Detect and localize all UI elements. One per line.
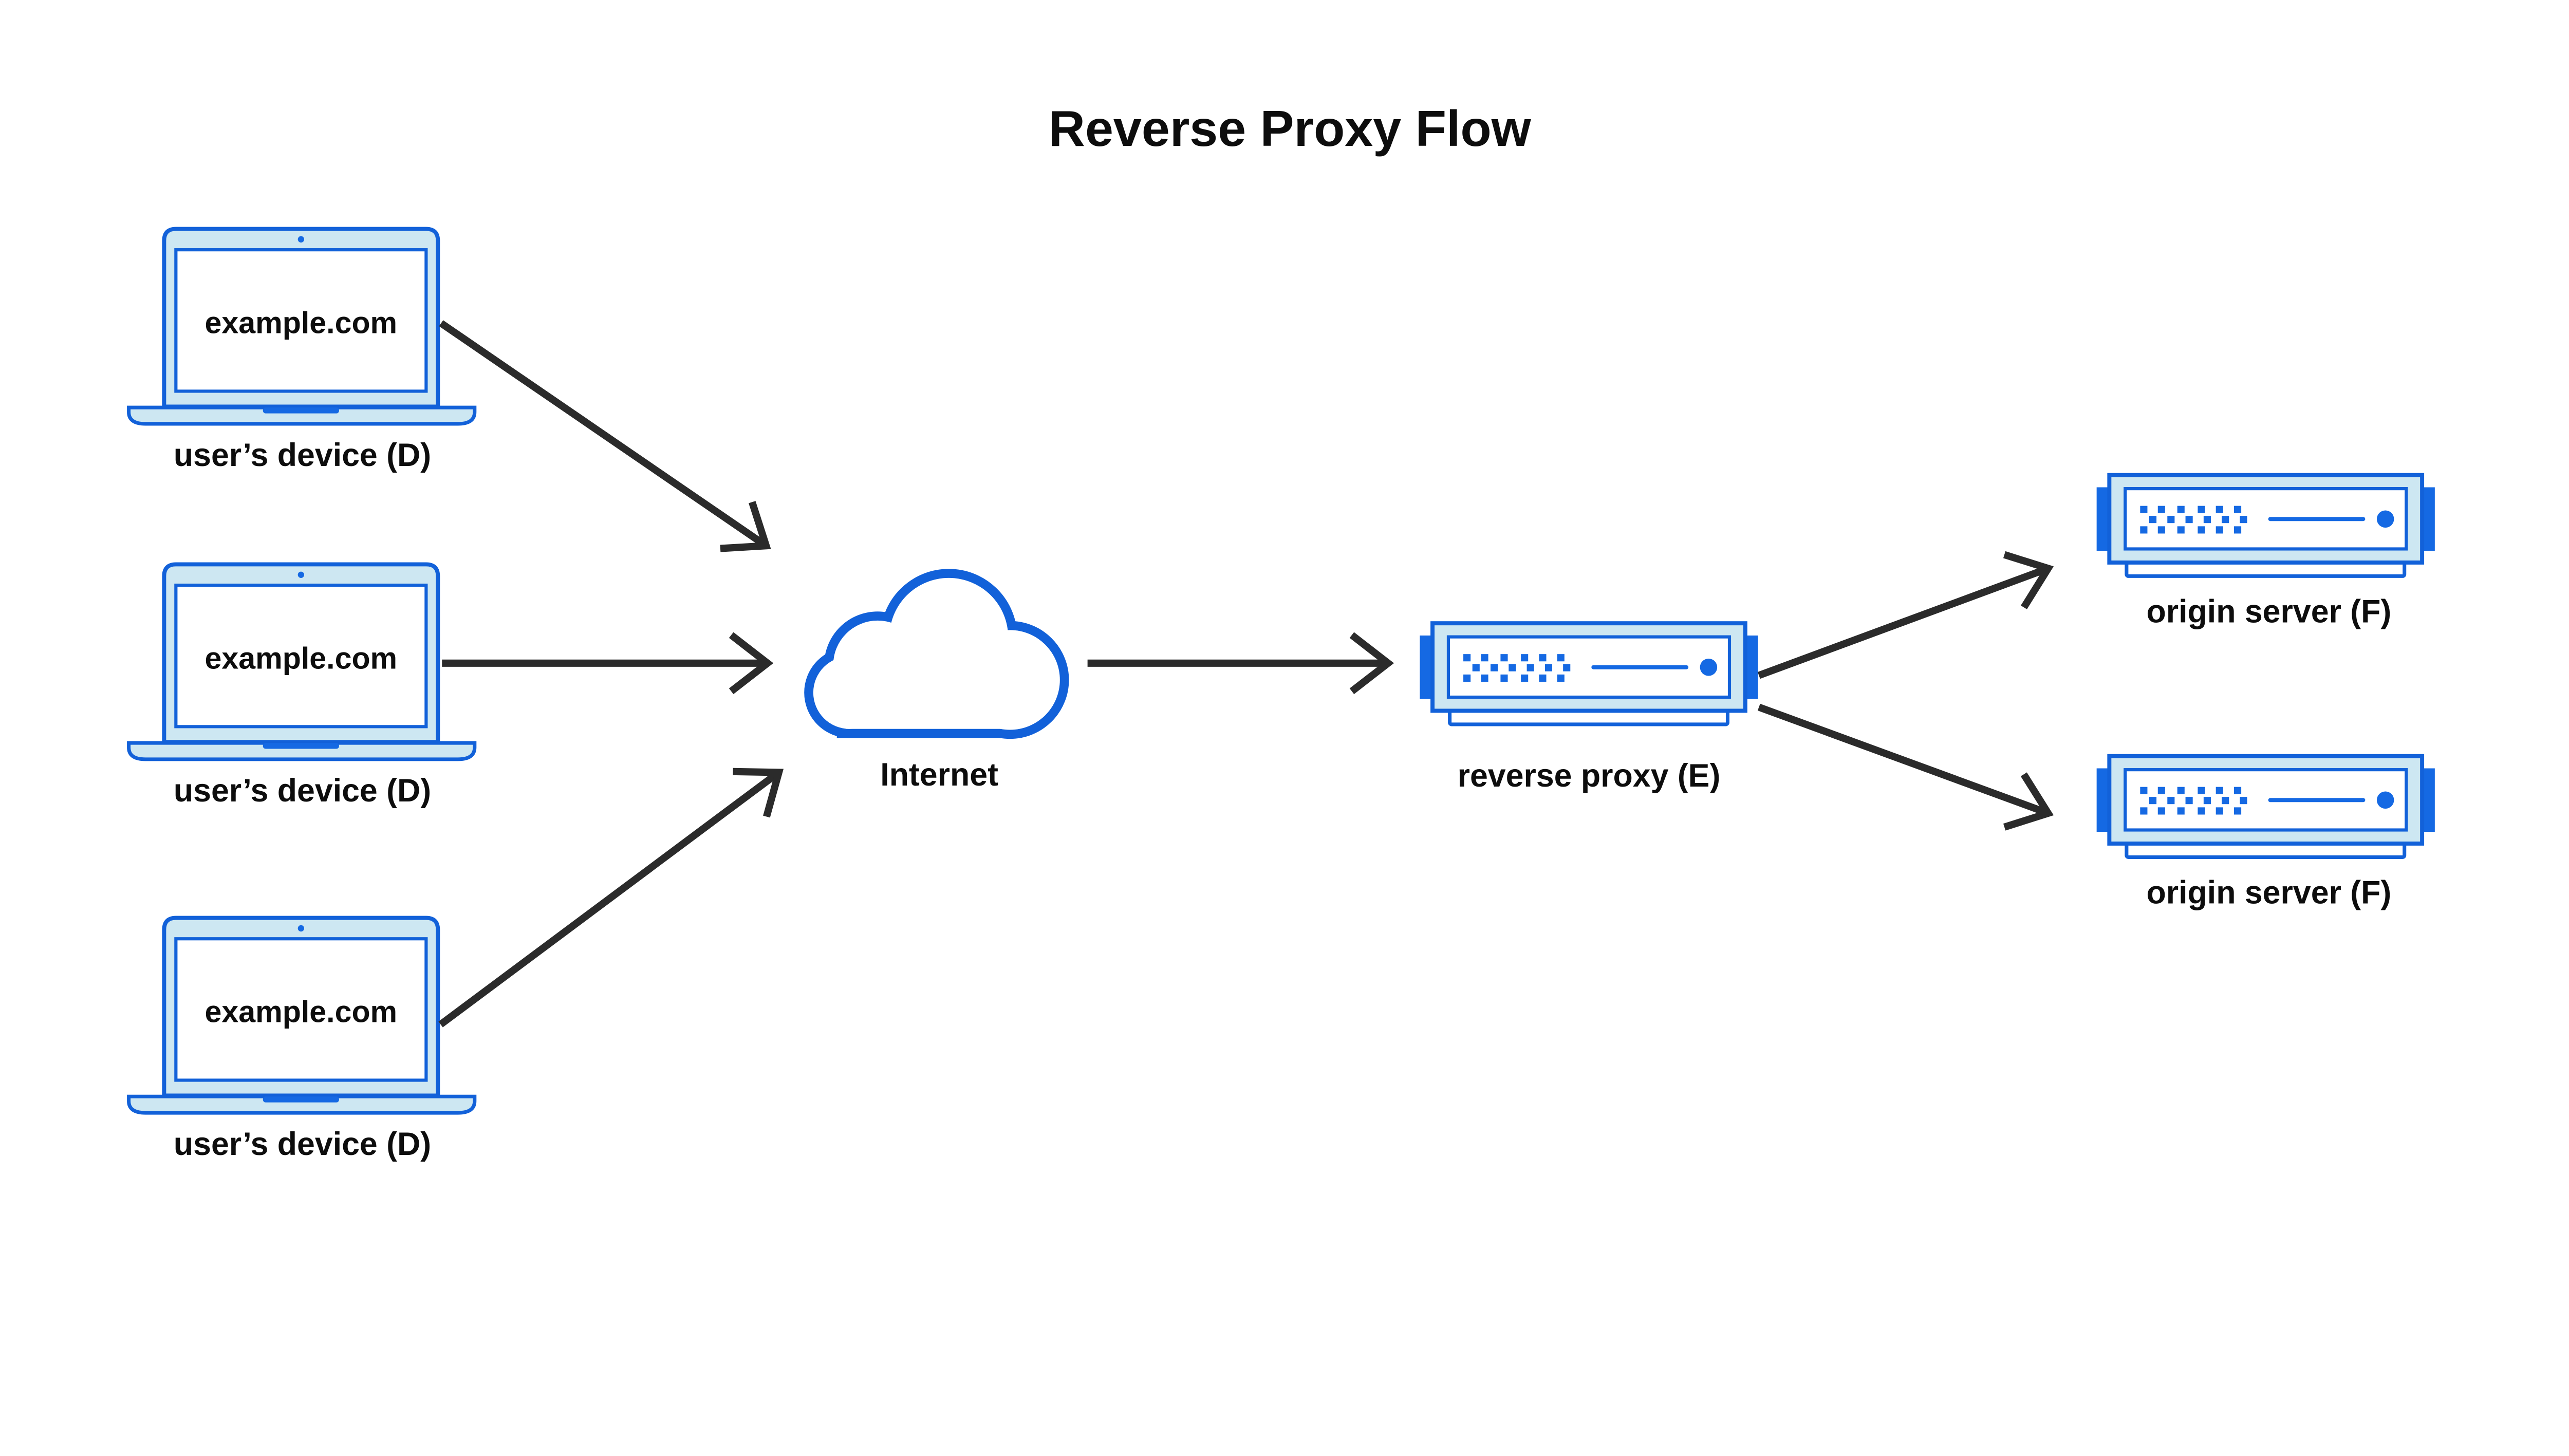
arrow-device1-to-internet xyxy=(439,320,771,552)
camera-dot-icon xyxy=(297,925,305,932)
internet-node: Internet xyxy=(804,569,1069,793)
vent-dots-pattern xyxy=(2140,787,2247,815)
laptop-icon xyxy=(127,562,477,761)
camera-dot-icon xyxy=(297,571,305,578)
origin-server-label: origin server (F) xyxy=(2147,874,2392,910)
cloud-fill xyxy=(813,577,1060,730)
origin-server-2: origin server (F) xyxy=(2096,754,2435,910)
device-label: user’s device (D) xyxy=(174,1126,431,1162)
camera-dot-icon xyxy=(297,236,305,243)
arrow-proxy-to-origin1 xyxy=(1757,551,2054,679)
laptop-screen xyxy=(174,248,428,393)
reverse-proxy-node: reverse proxy (E) xyxy=(1420,621,1758,794)
page-title: Reverse Proxy Flow xyxy=(1049,100,1532,157)
device-screen-text: example.com xyxy=(205,641,398,675)
laptop-base-notch xyxy=(263,1096,339,1103)
laptop-icon xyxy=(127,227,477,426)
reverse-proxy-label: reverse proxy (E) xyxy=(1458,758,1721,794)
diagram-canvas: Reverse Proxy Flow example.com user’s de… xyxy=(127,100,2435,1163)
server-led-dot xyxy=(1700,658,1718,676)
vent-dots-pattern xyxy=(1463,654,1571,682)
user-device-1: example.com user’s device (D) xyxy=(127,227,477,473)
server-led-dot xyxy=(2376,791,2394,809)
arrow-proxy-to-origin2 xyxy=(1757,703,2054,831)
origin-server-label: origin server (F) xyxy=(2147,593,2392,629)
cloud-icon xyxy=(804,569,1069,739)
laptop-base-notch xyxy=(263,407,339,414)
user-device-2: example.com user’s device (D) xyxy=(127,562,477,809)
origin-server-1: origin server (F) xyxy=(2096,473,2435,629)
laptop-screen xyxy=(174,937,428,1082)
device-label: user’s device (D) xyxy=(174,773,431,809)
laptop-base-notch xyxy=(263,743,339,749)
vent-dots-pattern xyxy=(2140,506,2247,534)
device-label: user’s device (D) xyxy=(174,437,431,473)
reverse-proxy-flow-diagram: Reverse Proxy Flow example.com user’s de… xyxy=(127,100,2435,1163)
internet-label: Internet xyxy=(880,757,998,793)
device-screen-text: example.com xyxy=(205,305,398,340)
server-icon xyxy=(1420,621,1758,726)
user-device-3: example.com user’s device (D) xyxy=(127,916,477,1162)
server-led-dot xyxy=(2376,510,2394,528)
laptop-base xyxy=(127,741,477,761)
device-screen-text: example.com xyxy=(205,995,398,1029)
arrow-device3-to-internet xyxy=(438,768,784,1028)
laptop-screen xyxy=(174,583,428,729)
server-icon xyxy=(2096,754,2435,859)
laptop-icon xyxy=(127,916,477,1115)
server-icon xyxy=(2096,473,2435,578)
flow-arrows xyxy=(438,320,2054,1028)
laptop-base xyxy=(127,405,477,426)
laptop-base xyxy=(127,1094,477,1115)
